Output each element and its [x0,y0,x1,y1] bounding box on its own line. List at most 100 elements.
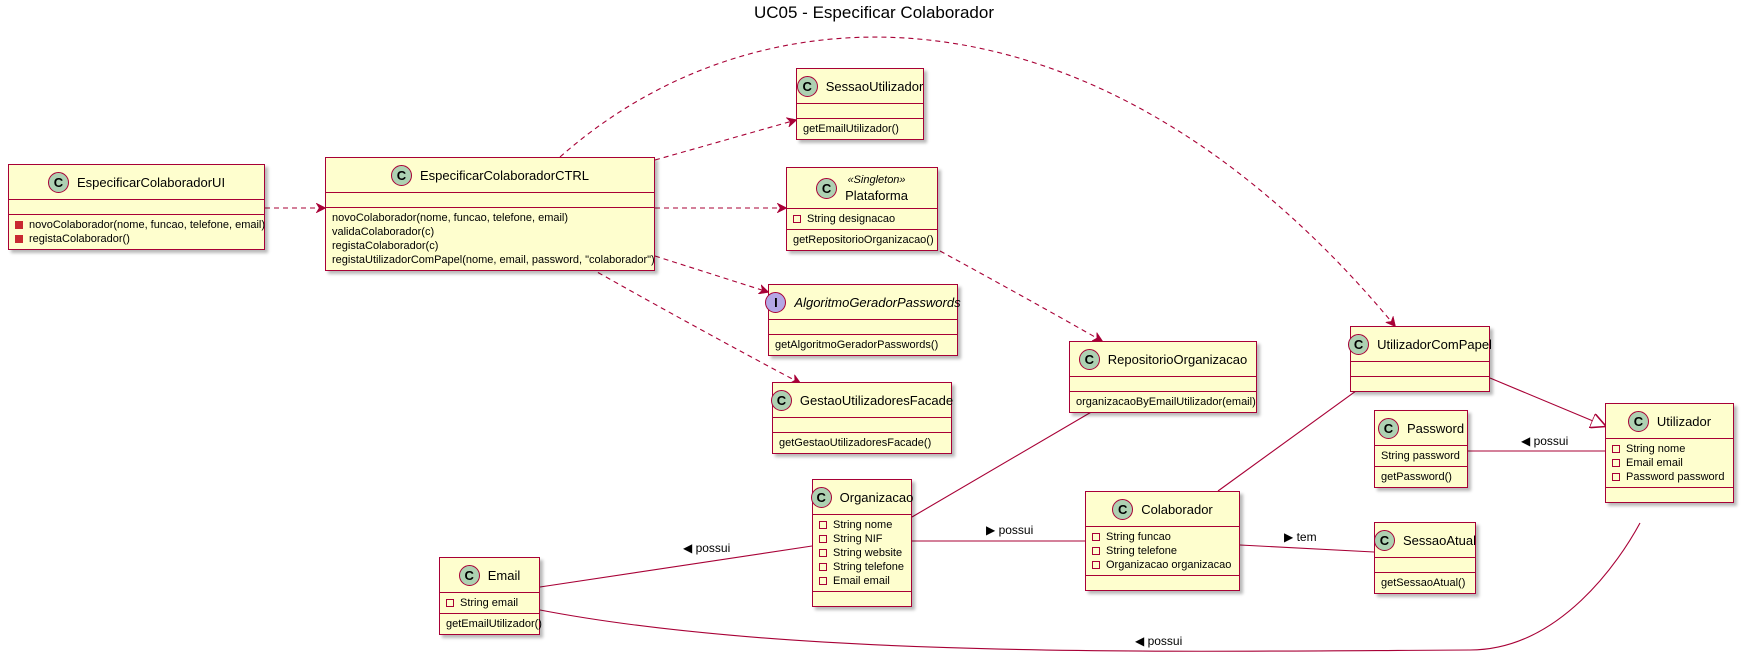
methods-section: getAlgoritmoGeradorPasswords() [769,334,957,355]
dep-ctrl-sessao [654,120,796,161]
private-field-icon [1092,533,1100,541]
attributes-section: String nome String NIF String website St… [813,514,911,591]
label-email-organizacao: ◀ possui [683,541,731,555]
methods-section: getSessaoAtual() [1375,572,1475,593]
class-header: C Password [1375,411,1467,445]
attribute: Email email [1626,457,1683,469]
methods-section [813,591,911,606]
private-field-icon [819,563,827,571]
private-method-icon [15,221,23,229]
dep-ctrl-gestao [589,267,800,383]
class-badge-icon: C [1377,417,1399,439]
class-utilizador-com-papel[interactable]: C UtilizadorComPapel [1348,326,1492,392]
class-name: Email [487,567,521,583]
attributes-section [326,192,654,207]
class-badge-icon: C [796,75,818,97]
class-especificar-colaborador-ctrl[interactable]: C EspecificarColaboradorCTRL novoColabor… [325,157,655,271]
class-sessao-utilizador[interactable]: C SessaoUtilizador getEmailUtilizador() [796,68,924,140]
class-password[interactable]: C Password String password getPassword() [1374,410,1468,488]
attribute: String nome [1626,443,1686,455]
method: getEmailUtilizador() [803,123,899,135]
class-repositorio-organizacao[interactable]: C RepositorioOrganizacao organizacaoByEm… [1069,341,1257,413]
method: novoColaborador(nome, funcao, telefone, … [332,212,569,224]
methods-section: novoColaborador(nome, funcao, telefone, … [9,214,266,249]
methods-section: getEmailUtilizador() [440,613,542,634]
private-method-icon [15,235,23,243]
attribute: String telefone [1106,545,1177,557]
class-header: C EspecificarColaboradorUI [9,165,264,199]
attributes-section: String password [1375,445,1467,466]
class-header: C Colaborador [1086,492,1239,526]
method: validaColaborador(c) [332,226,435,238]
class-badge-icon: C [810,486,832,508]
label-email-utilizador: ◀ possui [1135,634,1183,648]
class-badge-icon: C [1348,333,1370,355]
private-field-icon [446,599,454,607]
class-email[interactable]: C Email String email getEmailUtilizador(… [439,557,542,635]
label-colaborador-sessaoatual: ▶ tem [1284,530,1317,544]
methods-section: getEmailUtilizador() [797,118,923,139]
attribute: String nome [833,519,893,531]
attribute: Organizacao organizacao [1106,559,1232,571]
methods-section: getRepositorioOrganizacao() [787,229,937,250]
method: novoColaborador(nome, funcao, telefone, … [29,219,266,231]
methods-section: organizacaoByEmailUtilizador(email) [1070,391,1256,412]
class-badge-icon: C [458,564,480,586]
class-badge-icon: C [390,164,412,186]
class-header: I AlgoritmoGeradorPasswords [765,285,961,319]
label-organizacao-colaborador: ▶ possui [986,523,1034,537]
gen-ucp-utilizador [1489,377,1605,426]
attribute: String password [1381,450,1460,462]
class-sessao-atual[interactable]: C SessaoAtual getSessaoAtual() [1374,522,1476,594]
class-plataforma[interactable]: C «Singleton» Plataforma String designac… [786,167,938,251]
private-field-icon [819,535,827,543]
method: getSessaoAtual() [1381,577,1466,589]
diagram-title: UC05 - Especificar Colaborador [754,3,994,22]
private-field-icon [1092,547,1100,555]
attributes-section [773,417,951,432]
attributes-section [797,103,923,118]
class-header: C SessaoUtilizador [796,69,924,103]
class-name: SessaoAtual [1403,532,1476,548]
class-name: EspecificarColaboradorUI [76,174,226,190]
attribute: Password password [1626,471,1725,483]
private-field-icon [1612,473,1620,481]
assoc-colaborador-sessaoatual [1239,544,1375,553]
class-header: C Email [440,558,539,592]
class-name: Organizacao [839,489,914,505]
method: registaColaborador() [29,233,130,245]
class-header: C SessaoAtual [1374,523,1476,557]
attribute: String website [833,547,903,559]
class-badge-icon: C [770,389,792,411]
class-header: C RepositorioOrganizacao [1070,342,1256,376]
class-header: C EspecificarColaboradorCTRL [326,158,654,192]
method: registaUtilizadorComPapel(nome, email, p… [332,254,655,266]
method: getGestaoUtilizadoresFacade() [779,437,932,449]
interface-algoritmo-gerador-passwords[interactable]: I AlgoritmoGeradorPasswords getAlgoritmo… [765,284,961,356]
class-name: Utilizador [1656,413,1712,429]
private-field-icon [819,577,827,585]
class-name: EspecificarColaboradorCTRL [419,167,590,183]
label-password-utilizador: ◀ possui [1521,434,1569,448]
dep-ctrl-algoritmo [654,255,768,292]
class-name: AlgoritmoGeradorPasswords [794,294,961,310]
class-utilizador[interactable]: C Utilizador String nome Email email Pas… [1605,403,1734,503]
class-gestao-utilizadores-facade[interactable]: C GestaoUtilizadoresFacade getGestaoUtil… [770,382,953,454]
private-field-icon [819,521,827,529]
stereotype-label: «Singleton» [847,174,906,186]
dep-plataforma-repo [939,250,1102,341]
class-especificar-colaborador-ui[interactable]: C EspecificarColaboradorUI novoColaborad… [8,164,265,250]
dep-ctrl-ucp [559,36,1395,326]
method: getAlgoritmoGeradorPasswords() [775,339,939,351]
assoc-email-organizacao [539,545,813,588]
class-header: C Organizacao [810,480,914,514]
class-colaborador[interactable]: C Colaborador String funcao String telef… [1085,491,1240,591]
attributes-section [769,319,957,334]
class-name: SessaoUtilizador [825,78,924,94]
method: getEmailUtilizador() [446,618,542,630]
attributes-section [1070,376,1256,391]
attribute: Email email [833,575,890,587]
class-badge-icon: C [1374,529,1395,551]
private-field-icon [793,215,801,223]
class-organizacao[interactable]: C Organizacao String nome String NIF Str… [810,479,914,607]
